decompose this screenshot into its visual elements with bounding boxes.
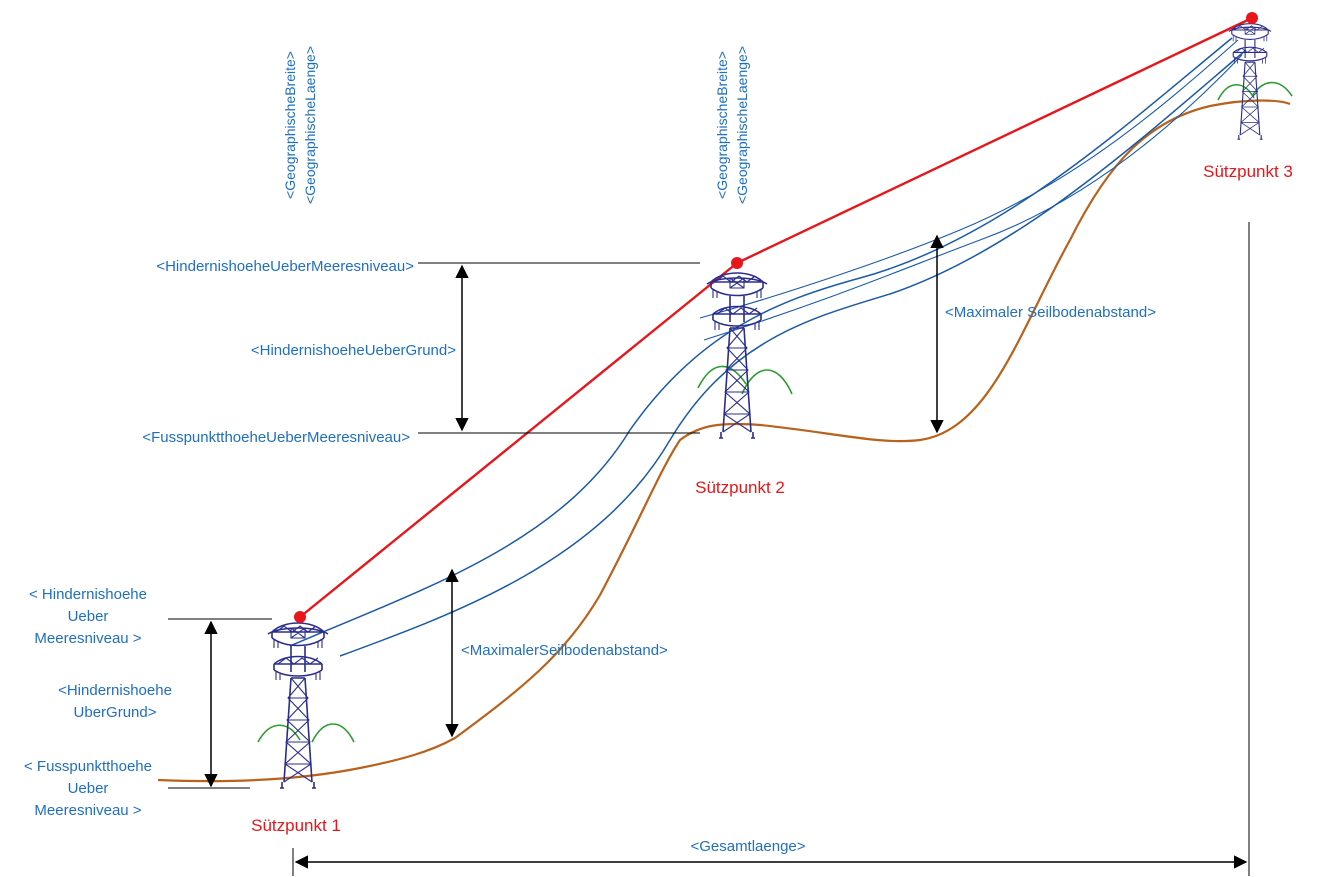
label-max-abstand-1: <MaximalerSeilbodenabstand> <box>461 642 668 659</box>
label-gesamt: <Gesamtlaenge> <box>690 838 805 855</box>
obstacle-line-2 <box>736 16 1253 265</box>
top-point-1 <box>294 611 306 623</box>
vegetation <box>257 81 1293 743</box>
tower-2 <box>706 272 768 439</box>
cables <box>289 37 1247 657</box>
label-hindernis-grund-left-2: UberGrund> <box>74 704 157 721</box>
tower-1 <box>267 622 329 789</box>
support-2-label: Sützpunkt 2 <box>695 478 785 497</box>
coord-mid-breite: <GeographischeBreite> <box>714 51 730 199</box>
top-point-3 <box>1246 12 1258 24</box>
tower-3 <box>1228 23 1272 140</box>
coord-left-laenge: <GeographischeLaenge> <box>302 46 318 204</box>
label-hindernis-meer-left-1: < Hindernishoehe <box>29 586 147 603</box>
label-hindernis-meer: <HindernishoeheUeberMeeresniveau> <box>156 258 414 275</box>
terrain-profile <box>157 99 1291 783</box>
label-hindernis-meer-left-3: Meeresniveau > <box>34 630 141 647</box>
top-point-2 <box>731 257 743 269</box>
coord-mid-laenge: <GeographischeLaenge> <box>734 46 750 204</box>
label-hindernis-grund-left-1: <Hindernishoehe <box>58 682 172 699</box>
label-hindernis-grund: <HindernishoeheUeberGrund> <box>251 342 456 359</box>
label-hindernis-meer-left-2: Ueber <box>68 608 109 625</box>
obstacle-line-1 <box>299 262 738 618</box>
label-fuss-left-2: Ueber <box>68 780 109 797</box>
label-max-abstand-2: <Maximaler Seilbodenabstand> <box>945 304 1156 321</box>
coord-left-breite: <GeographischeBreite> <box>282 51 298 199</box>
support-3-label: Sützpunkt 3 <box>1203 162 1293 181</box>
support-1-label: Sützpunkt 1 <box>251 816 341 835</box>
label-fuss-left-1: < Fusspunktthoehe <box>24 758 152 775</box>
label-fusspunkt: <FusspunktthoeheUeberMeeresniveau> <box>142 429 410 446</box>
label-fuss-left-3: Meeresniveau > <box>34 802 141 819</box>
